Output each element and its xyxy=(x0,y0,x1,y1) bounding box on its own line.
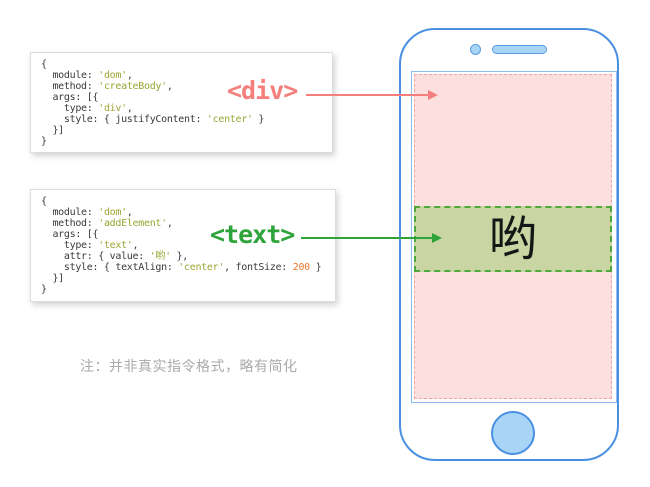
code-token: , xyxy=(126,103,133,114)
code-line: method: 'addElement', xyxy=(41,218,327,229)
code-line: module: 'dom', xyxy=(41,207,327,218)
code-line: attr: { value: '哟' }, xyxy=(41,251,327,262)
text-element-area: 哟 xyxy=(414,206,612,272)
code-token: 'createBody' xyxy=(98,81,167,92)
code-block-add-element: { module: 'dom', method: 'addElement', a… xyxy=(30,189,336,302)
code-line: }] xyxy=(41,273,327,284)
div-arrow xyxy=(306,90,438,100)
home-button xyxy=(491,411,535,455)
code-token: attr: { value: xyxy=(41,251,150,262)
code-line: }] xyxy=(41,125,324,136)
code-line: type: 'text', xyxy=(41,240,327,251)
code-token: }, xyxy=(170,251,189,262)
div-arrow-line xyxy=(306,94,429,96)
code-token: args: [{ xyxy=(41,92,99,103)
code-line: { xyxy=(41,59,324,70)
code-token: 200 xyxy=(292,262,310,273)
text-arrow-head-icon xyxy=(432,233,442,243)
code-token: , xyxy=(132,240,139,251)
code-token: 'dom' xyxy=(98,207,127,218)
code-token: , xyxy=(166,218,173,229)
code-token: 'center' xyxy=(206,114,253,125)
code-token: } xyxy=(41,136,47,147)
code-token: '哟' xyxy=(149,251,171,262)
code-token: type: xyxy=(41,240,99,251)
code-line: } xyxy=(41,136,324,147)
screen-text: 哟 xyxy=(488,211,537,267)
code-token: , xyxy=(126,207,133,218)
code-line: style: { justifyContent: 'center' } xyxy=(41,114,324,125)
code-token: style: { justifyContent: xyxy=(41,114,207,125)
code-token: style: { textAlign: xyxy=(41,262,179,273)
text-tag-label: <text> xyxy=(210,220,295,249)
code-token: { xyxy=(41,196,47,207)
code-token: method: xyxy=(41,218,99,229)
code-line: method: 'createBody', xyxy=(41,81,324,92)
code-token: method: xyxy=(41,81,99,92)
footnote: 注：并非真实指令格式，略有简化 xyxy=(80,358,298,374)
text-arrow xyxy=(301,233,442,243)
phone-screen: 哟 xyxy=(411,71,617,403)
code-line: style: { textAlign: 'center', fontSize: … xyxy=(41,262,327,273)
code-line: } xyxy=(41,284,327,295)
code-token: 'text' xyxy=(98,240,133,251)
code-token: 'center' xyxy=(178,262,225,273)
code-token: , xyxy=(126,70,133,81)
text-arrow-line xyxy=(301,237,433,239)
code-token: }] xyxy=(41,273,64,284)
div-arrow-head-icon xyxy=(428,90,438,100)
code-token: } xyxy=(252,114,265,125)
code-block-create-body: { module: 'dom', method: 'createBody', a… xyxy=(30,52,333,153)
speaker-slot-icon xyxy=(492,45,547,54)
code-token: module: xyxy=(41,70,99,81)
code-token: , fontSize: xyxy=(224,262,293,273)
code-line: type: 'div', xyxy=(41,103,324,114)
code-line: args: [{ xyxy=(41,229,327,240)
code-token: }] xyxy=(41,125,64,136)
code-token: 'div' xyxy=(98,103,127,114)
code-token: { xyxy=(41,59,47,70)
phone-frame: 哟 xyxy=(399,28,619,461)
code-line: module: 'dom', xyxy=(41,70,324,81)
code-token: args: [{ xyxy=(41,229,99,240)
code-line: args: [{ xyxy=(41,92,324,103)
code-token: 'dom' xyxy=(98,70,127,81)
code-token: } xyxy=(41,284,47,295)
code-token: type: xyxy=(41,103,99,114)
code-token: , xyxy=(166,81,173,92)
code-token: 'addElement' xyxy=(98,218,167,229)
camera-dot-icon xyxy=(470,44,481,55)
code-line: { xyxy=(41,196,327,207)
code-token: } xyxy=(309,262,322,273)
div-tag-label: <div> xyxy=(227,76,298,105)
code-token: module: xyxy=(41,207,99,218)
